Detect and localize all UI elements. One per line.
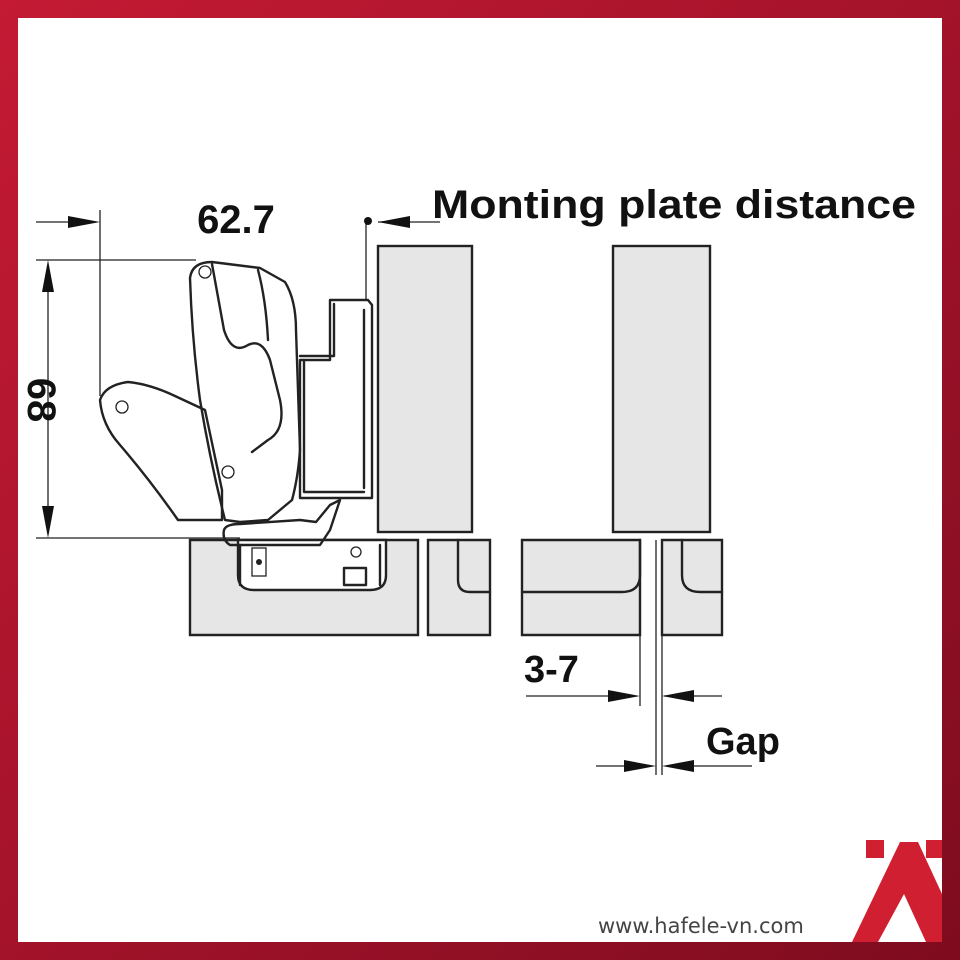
gap-label: Gap bbox=[706, 721, 780, 763]
diagram-canvas: 62.7 Monting plate distance 68 3-7 Gap w… bbox=[18, 18, 942, 942]
hinge-diagram: 62.7 Monting plate distance 68 3-7 Gap w… bbox=[19, 183, 942, 942]
door-panel-right bbox=[611, 244, 712, 534]
dimension-height bbox=[36, 259, 240, 539]
dimension-width bbox=[36, 210, 372, 396]
cabinet-side-left bbox=[188, 538, 492, 637]
dimension-height-label: 68 bbox=[19, 378, 63, 423]
cabinet-side-right bbox=[520, 538, 724, 637]
hinge-mechanism bbox=[98, 260, 382, 587]
door-panel-left bbox=[376, 244, 474, 534]
website-text: www.hafele-vn.com bbox=[598, 914, 804, 938]
dimension-overlay-label: 3-7 bbox=[524, 649, 579, 691]
dimension-width-label: 62.7 bbox=[197, 198, 275, 242]
brand-logo bbox=[852, 840, 942, 942]
dimension-gap bbox=[596, 760, 752, 772]
mounting-plate-label: Monting plate distance bbox=[432, 183, 916, 227]
dimension-mounting bbox=[378, 216, 440, 228]
dimension-overlay bbox=[526, 540, 722, 775]
